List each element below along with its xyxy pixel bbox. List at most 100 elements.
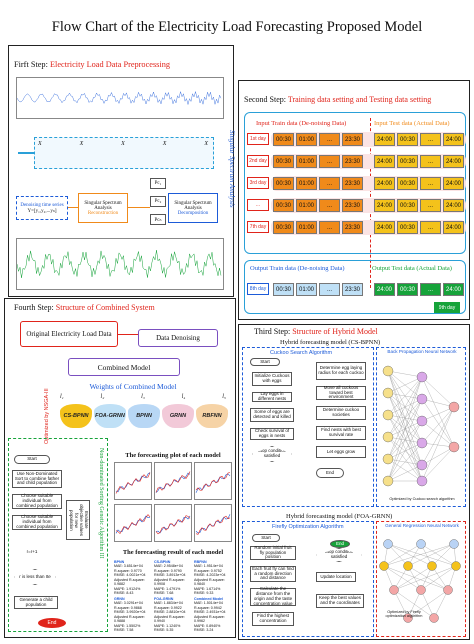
result-line: Adjusted R-square: 0.9962 [194, 614, 225, 624]
optimized-cs-label: Optimized by Cuckoo search algorithm [389, 497, 455, 501]
cs-flow-node: Determine egg laying radius for each cuc… [316, 362, 366, 380]
result-line: RMSE: 4.2023e+04 [194, 573, 226, 578]
neuron-node [416, 585, 426, 595]
neuron-node [416, 393, 428, 405]
cs-flow-node: Lay eggs in different nests [252, 391, 292, 402]
result-line: MAPE: 1.9124% [114, 586, 141, 591]
result-line: MAE: 1.8834e+04 [154, 601, 183, 606]
result-line: RMSE: 5.35 [154, 628, 174, 633]
cs-flow-node: Move all cuckoos toward best environment [316, 385, 366, 400]
result-line: Adjusted R-square: 0.9888 [114, 614, 145, 624]
pc-box-2: Pc₂ [150, 196, 166, 207]
denoised-series-plot [16, 238, 224, 290]
time-cell: ... [319, 133, 340, 146]
output-train-label: Output Train data (De-noising Data) [250, 265, 345, 272]
neuron-node [382, 431, 394, 443]
cs-bpnn-title: Hybrid forecasting model (CS-BPNN) [280, 339, 381, 346]
output-time-cell: ... [319, 283, 340, 296]
grnn-region [376, 521, 466, 637]
output-time-cell: 00:30 [273, 283, 294, 296]
time-cell: 01:00 [296, 199, 317, 212]
nsga-end: End [38, 618, 66, 628]
foa-flow-node: Random initial fruit fly population posi… [250, 545, 296, 560]
forecast-mini-plot [114, 462, 152, 500]
step2-heading: Second Step: Training data setting and T… [244, 95, 432, 104]
step2-frame [238, 80, 470, 320]
weights-label: Weights of Combined Model [89, 382, 177, 391]
nsga-start: Start [14, 455, 50, 464]
day-label: 7th day [247, 221, 269, 233]
time-cell: 24:00 [443, 133, 464, 146]
time-cell: 00:30 [397, 199, 418, 212]
output-time-cell: ... [420, 283, 441, 296]
neuron-node [403, 613, 413, 623]
nsga-choose-2: Choose suitable individual from combined… [12, 514, 62, 530]
time-cell: 23:30 [342, 177, 363, 190]
time-cell: 24:00 [374, 177, 395, 190]
model-tab: CS-BPNN [60, 404, 92, 428]
extra-day-label: 9th day [434, 302, 460, 313]
neuron-node [449, 539, 459, 549]
forecast-mini-plot [194, 462, 232, 500]
forecast-mini-plot [194, 504, 232, 542]
neuron-node [416, 371, 428, 383]
result-line: MAE: 1.5014e+04 [194, 601, 223, 606]
time-cell: 01:00 [296, 221, 317, 234]
time-cell: 00:30 [397, 133, 418, 146]
foa-flow-node: Keep the best values and the coordinates [316, 594, 364, 608]
nsga-evaluate: Evaluate objective values for new popula… [66, 500, 90, 540]
time-cell: 00:30 [273, 155, 294, 168]
result-line: CS-BPNN [154, 560, 171, 564]
neuron-node [382, 365, 394, 377]
result-line: RMSE: 3.24 [194, 628, 214, 633]
nsga-generate: Generate a child population [14, 596, 58, 609]
load-series-plot [16, 77, 224, 119]
result-line: R-square: 0.9922 [154, 605, 182, 610]
result-line: Adjusted R-square: 0.9940 [154, 614, 185, 624]
nsga-sort: Use Non-Dominated Sort to combine father… [12, 470, 62, 488]
model-tab: FOA-GRNN [94, 404, 126, 428]
result-line: R-square: 0.9790 [154, 568, 182, 573]
neuron-node [416, 475, 428, 487]
time-cell: 24:00 [443, 221, 464, 234]
result-line: Adjusted R-square: 0.9882 [114, 577, 145, 587]
forecast-mini-plot [154, 462, 192, 500]
arrow-icon [128, 207, 150, 208]
result-line: RMSE: 2.4931e+04 [194, 610, 226, 615]
time-cell: ... [319, 155, 340, 168]
foa-grnn-title: Hybrid forecasting model (FOA-GRNN) [286, 513, 393, 520]
time-cell: 00:30 [273, 199, 294, 212]
foa-flow-node: End [330, 540, 350, 548]
cs-region [242, 347, 374, 507]
time-cell: ... [420, 133, 441, 146]
result-line: RBFNN [194, 560, 207, 564]
day-label: 2nd day [247, 155, 269, 167]
neuron-node [382, 475, 394, 487]
result-line: Adjusted R-square: 0.9840 [194, 577, 225, 587]
foa-flow-node: Update location [316, 572, 356, 582]
result-line: RMSE: 7.68 [154, 591, 174, 596]
time-cell: 24:00 [374, 221, 395, 234]
cs-flow-node: Let eggs grow [316, 446, 366, 458]
output-time-cell: 23:30 [342, 283, 363, 296]
time-cell: 01:00 [296, 177, 317, 190]
time-cell: ... [319, 199, 340, 212]
cs-flow-node: End [316, 468, 344, 478]
result-line: R-square: 0.9770 [114, 568, 142, 573]
neuron-node [427, 561, 437, 571]
result-line: MAE: 1.9514e+04 [194, 564, 223, 569]
model-tab: GRNN [162, 404, 194, 428]
time-cell: ... [420, 199, 441, 212]
neuron-node [416, 437, 428, 449]
result-line: MAPE: 1.6714% [194, 586, 221, 591]
nsga-region [8, 438, 108, 632]
time-cell: 23:30 [342, 221, 363, 234]
result-line: MAE: 2.9548e+04 [154, 564, 183, 569]
output-time-cell: 00:30 [397, 283, 418, 296]
output-time-cell: 24:00 [443, 283, 464, 296]
time-cell: 23:30 [342, 155, 363, 168]
time-cell: ... [420, 177, 441, 190]
